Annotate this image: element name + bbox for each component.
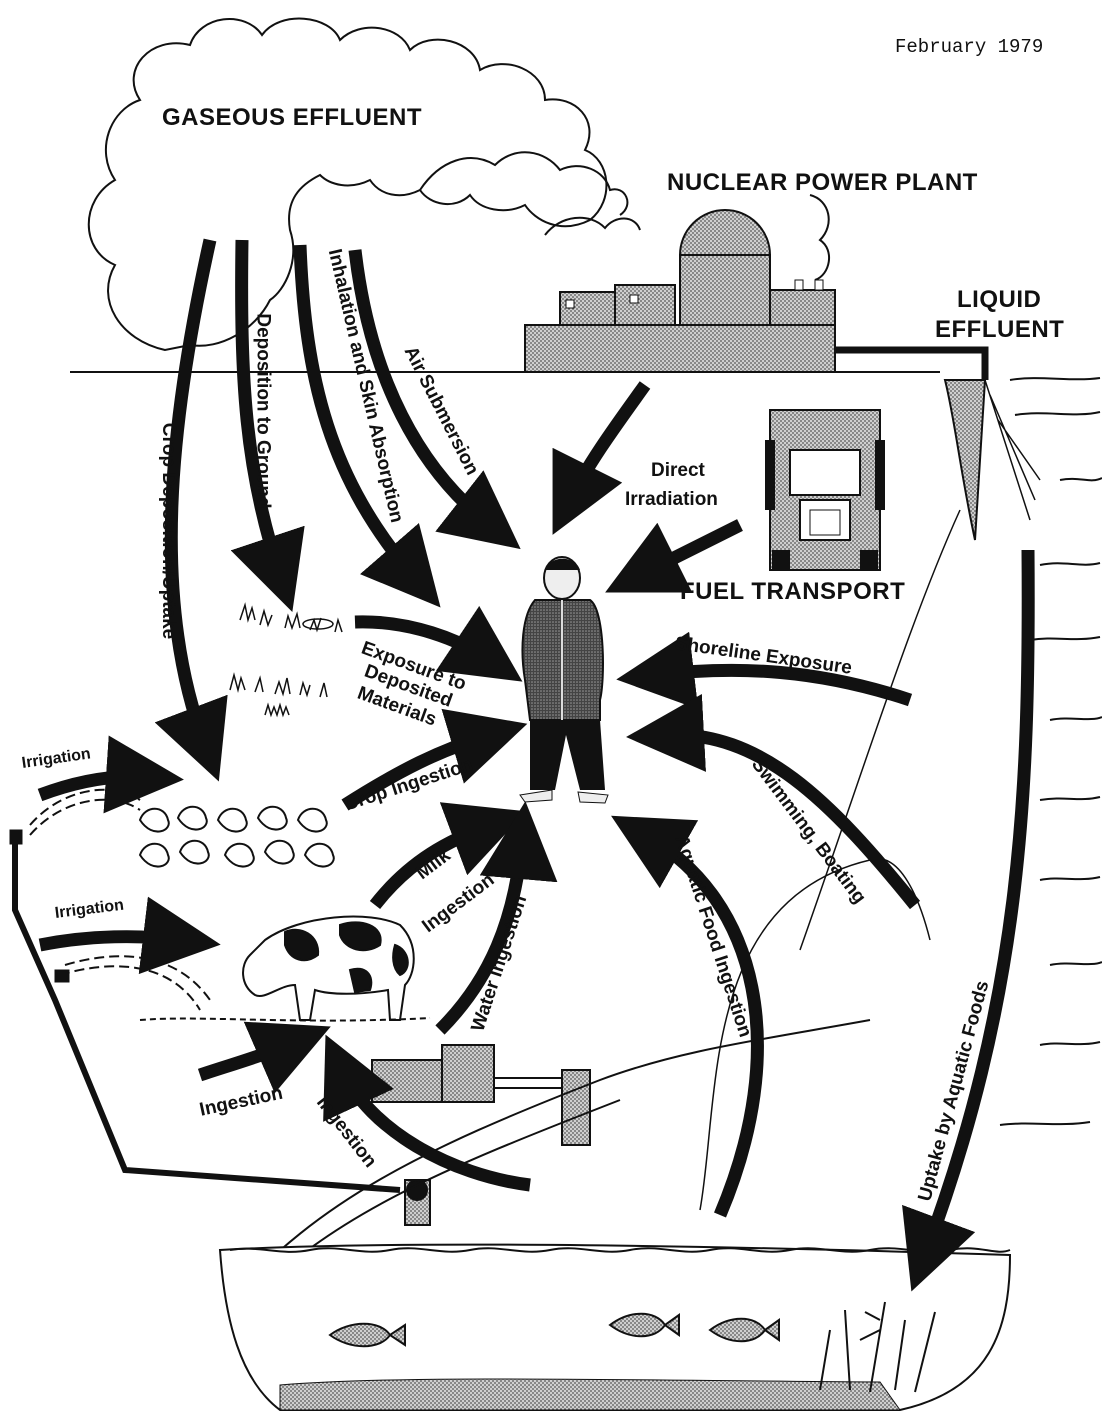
deposition-to-ground-label: Deposition to Ground [252,313,274,509]
arrow-shoreline [616,631,913,710]
arrow-uptake-aquatic [902,549,1035,1292]
arrow-ingestion-left [197,1021,331,1094]
lake-with-fish-icon [218,1243,1012,1411]
arrow-exposure-deposited [354,605,523,682]
direct-irradiation-label-line2: Irradiation [625,489,718,510]
crop-deposition-label: Crop Deposition/Uptake [158,422,180,640]
arrow-ingestion-diag [323,1034,531,1192]
arrow-crop-deposition [154,238,228,782]
person-icon [519,556,609,804]
liquid-effluent-label-line1: LIQUID [957,286,1042,313]
arrow-inhalation [293,244,441,608]
liquid-effluent-label-line2: EFFLUENT [935,316,1065,343]
arrow-irrigation-bottom [38,896,221,975]
gaseous-effluent-cloud [87,17,608,352]
arrow-irrigation-top [37,735,184,814]
arrow-direct-irradiation [605,519,743,593]
nuclear-power-plant-label: NUCLEAR POWER PLANT [667,169,978,196]
arrow-milk [369,802,527,909]
crops-icon [138,805,335,868]
arrow-crop-ingestion [341,708,528,811]
water-intake-icon [371,1044,591,1226]
date-label: February 1979 [895,36,1044,58]
arrow-aquatic-food [611,815,764,1218]
fuel-truck-icon [765,409,885,571]
direct-irradiation-label-line1: Direct [651,460,705,481]
arrow-swimming [626,694,921,910]
arrow-deposition-ground [230,239,305,613]
arrow-water [435,801,558,1035]
nuclear-power-plant-icon [524,209,836,373]
cow-icon [242,915,415,1021]
gaseous-effluent-label: GASEOUS EFFLUENT [162,104,423,131]
arrow-plant-to-person [552,381,651,535]
ground-deposits-icon [229,602,343,718]
fuel-transport-label: FUEL TRANSPORT [680,578,906,605]
arrow-air-submersion [348,249,521,550]
pathway-arrows [37,238,1035,1292]
